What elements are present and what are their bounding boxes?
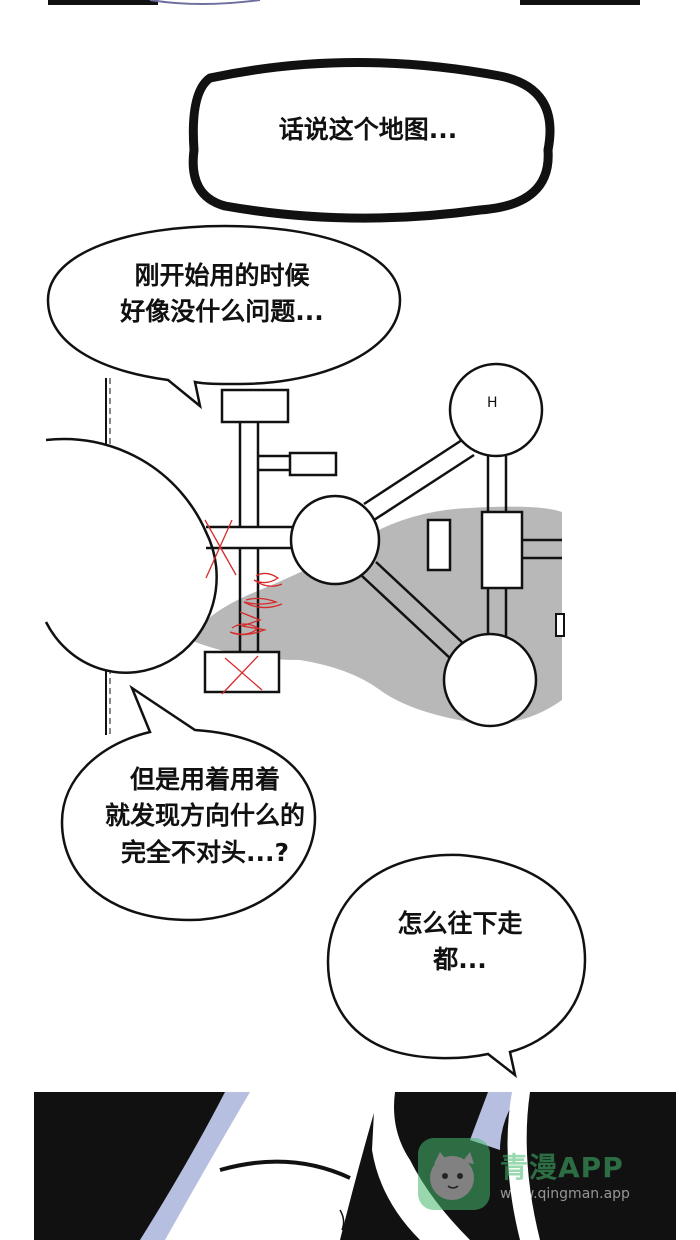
previous-panel-edge <box>48 0 640 5</box>
bottom-panel <box>34 1092 676 1240</box>
speech-bubble-2 <box>60 684 317 922</box>
watermark-brand: 青漫APP <box>500 1151 624 1184</box>
watermark-url: www.qingman.app <box>500 1186 630 1202</box>
cat-face-icon <box>418 1138 490 1210</box>
speech-bubble-3 <box>326 853 587 1079</box>
red-scribbles <box>204 519 283 695</box>
speech-bubble-1 <box>46 224 402 410</box>
speech-text-1: 刚开始用的时候 好像没什么问题... <box>120 261 324 327</box>
map-drawing: H <box>44 362 565 735</box>
narration-text: 话说这个地图... <box>278 115 458 144</box>
speech-text-2: 但是用着用着 就发现方向什么的 完全不对头...? <box>104 765 305 867</box>
svg-text:H: H <box>487 395 498 411</box>
narration-box <box>188 58 555 223</box>
speech-text-3: 怎么往下走 都... <box>397 909 523 975</box>
